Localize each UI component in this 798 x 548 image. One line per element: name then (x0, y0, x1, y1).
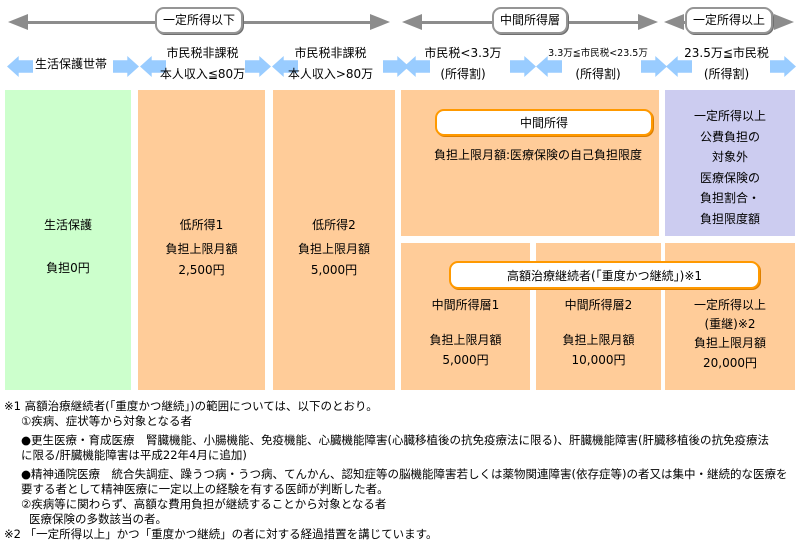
box-above-certain-income: 一定所得以上 公費負担の 対象外 医療保険の 負担割合・ 負担限度額 (665, 90, 795, 236)
category-line2: 本人収入≦80万 (159, 67, 246, 81)
category-line1: 生活保護世帯 (34, 56, 107, 71)
range-arrow-below-certain-income: 一定所得以下 (8, 7, 390, 38)
box-title: 中間所得層1 (431, 298, 500, 312)
cap-label: 負担上限月額 (429, 333, 502, 347)
above-income-line: 対象外 (711, 150, 748, 164)
above-income-text: 一定所得以上 公費負担の 対象外 医療保険の 負担割合・ 負担限度額 (665, 106, 795, 229)
category-line2: (所得割) (703, 67, 750, 81)
box-title: 一定所得以上 (693, 298, 766, 312)
footnotes: ※1 高額治療継続者(「重度かつ継続」)の範囲については、以下のとおり。 ①疾病… (0, 399, 798, 542)
footnote-line: に限る/肝臓機能障害は平成22年4月に追加) (21, 448, 247, 462)
range-label-middle-income: 中間所得層 (491, 7, 569, 34)
range-arrow-middle-income: 中間所得層 (402, 7, 658, 38)
arrowhead-right-icon (774, 14, 794, 30)
range-arrow-above-certain-income: 一定所得以上 (664, 7, 794, 38)
category-line2: 本人収入>80万 (287, 67, 374, 81)
burden-amount: 5,000円 (442, 353, 489, 367)
category-welfare-household: 生活保護世帯 (31, 42, 111, 86)
category-citizen-tax-high: 23.5万≦市民税 (所得割) (683, 42, 770, 86)
boundary-arrow-right-icon (245, 56, 271, 77)
footnote-line: ●更生医療・育成医療 腎臓機能、小腸機能、免疫機能、心臓機能障害(心臓移植後の抗… (21, 433, 769, 447)
cap-label: 負担上限月額 (693, 336, 766, 350)
category-line1: 市民税非課税 (294, 46, 367, 60)
boundary-arrow-right-icon (510, 56, 536, 77)
footnote-line: ②疾病等に関わらず、高額な費用負担が継続することから対象となる者 (21, 497, 387, 511)
box-middle-income: 中間所得 負担上限月額:医療保険の自己負担限度 (401, 90, 659, 236)
heavy-continuous-badge: 高額治療継続者(「重度かつ継続」)※1 (449, 261, 760, 289)
burden-amount: 2,500円 (178, 263, 225, 277)
category-line1: 23.5万≦市民税 (684, 46, 769, 60)
category-line1: 3.3万≦市民税<23.5万 (548, 48, 648, 59)
above-income-line: 一定所得以上 (693, 109, 766, 123)
cap-label: 負担上限月額 (165, 242, 238, 256)
arrowhead-left-icon (8, 14, 28, 30)
boundary-arrow-left-icon (272, 56, 298, 77)
above-income-line: 公費負担の (699, 129, 760, 144)
middle-income-badge: 中間所得 (435, 109, 653, 136)
boundary-arrow-left-icon (666, 56, 692, 77)
box-title: 低所得2 (312, 218, 356, 232)
boundary-arrow-left-icon (140, 56, 166, 77)
box-welfare: 生活保護 負担0円 (5, 90, 131, 390)
footnote-line: ※2 「一定所得以上」かつ「重度かつ継続」の者に対する経過措置を講じています。 (4, 527, 438, 541)
cap-label: 負担上限月額 (297, 242, 370, 256)
box-title: 中間所得層2 (564, 298, 633, 312)
boundary-arrow-left-icon (404, 56, 430, 77)
burden-amount: 5,000円 (310, 263, 358, 277)
above-income-line: 負担限度額 (699, 211, 760, 226)
footnote-line: ①疾病、症状等から対象となる者 (21, 414, 192, 428)
category-line2: (所得割) (440, 67, 486, 81)
boundary-arrow-right-icon (383, 56, 409, 77)
category-line1: 市民税<3.3万 (424, 46, 502, 60)
box-low-income-2: 低所得2 負担上限月額 5,000円 (273, 90, 395, 390)
category-tax-exempt-high: 市民税非課税 本人収入>80万 (288, 42, 373, 86)
arrowhead-right-icon (638, 14, 658, 30)
middle-income-note: 負担上限月額:医療保険の自己負担限度 (434, 148, 643, 162)
range-label-above-certain-income: 一定所得以上 (684, 7, 774, 34)
box-title: 生活保護 (43, 218, 92, 232)
category-citizen-tax-low: 市民税<3.3万 (所得割) (418, 42, 508, 86)
footnote-line: 医療保険の多数該当の者。 (29, 512, 167, 526)
footnote-line: ●精神通院医療 統合失調症、躁うつ病・うつ病、てんかん、認知症等の脳機能障害若し… (21, 467, 788, 481)
footnote-line: ※1 高額治療継続者(「重度かつ継続」)の範囲については、以下のとおり。 (4, 399, 378, 413)
box-title: 低所得1 (179, 218, 224, 232)
boundary-arrow-left-icon (536, 56, 562, 77)
category-line2: (所得割) (575, 67, 621, 81)
burden-amount: 10,000円 (571, 353, 626, 367)
above-income-line: 医療保険の (699, 170, 760, 185)
boundary-arrow-right-icon (113, 56, 139, 77)
box-low-income-1: 低所得1 負担上限月額 2,500円 (138, 90, 265, 390)
burden-amount: 負担0円 (46, 261, 90, 275)
boundary-arrow-right-icon (641, 56, 667, 77)
box-subtitle: (重継)※2 (704, 317, 756, 331)
category-line1: 市民税非課税 (166, 46, 239, 60)
arrowhead-left-icon (402, 14, 422, 30)
category-tax-exempt-low: 市民税非課税 本人収入≦80万 (160, 42, 245, 86)
category-citizen-tax-mid: 3.3万≦市民税<23.5万 (所得割) (548, 42, 648, 86)
arrowhead-right-icon (370, 14, 390, 30)
range-label-below-certain-income: 一定所得以下 (154, 7, 244, 34)
boundary-arrow-right-icon (770, 56, 796, 77)
burden-amount: 20,000円 (703, 356, 757, 370)
footnote-line: 要する者として精神医療に一定以上の経験を有する医師が判断した者。 (21, 482, 389, 496)
above-income-line: 負担割合・ (699, 191, 760, 205)
cap-label: 負担上限月額 (562, 333, 635, 347)
arrowhead-left-icon (664, 14, 684, 30)
boundary-arrow-left-icon (7, 56, 33, 77)
